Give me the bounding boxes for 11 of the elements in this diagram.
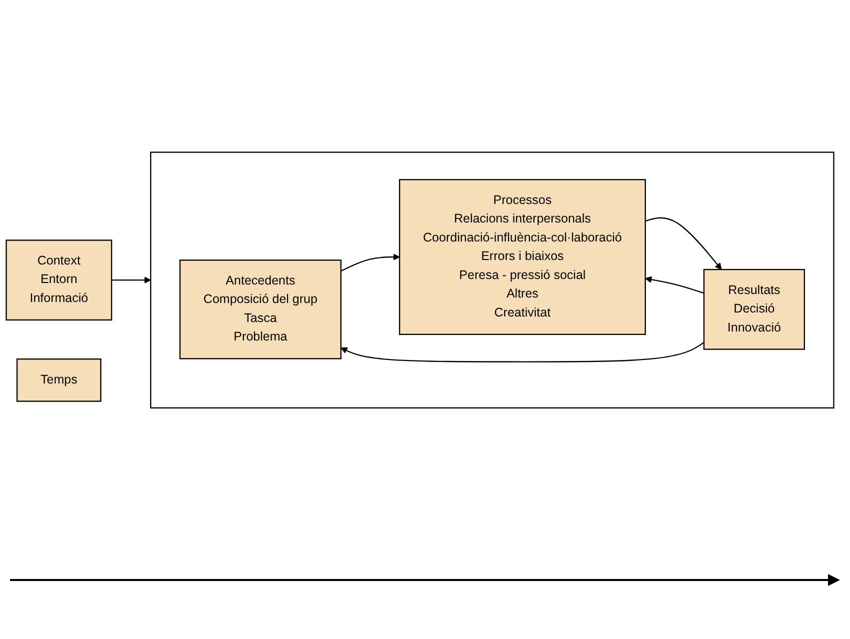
cluster	[150, 152, 834, 408]
arrow	[340, 342, 704, 362]
node-box: Resultats Decisió Innovació	[703, 268, 805, 350]
arrow	[340, 254, 400, 272]
arrow	[645, 276, 704, 294]
node-box: Temps	[16, 358, 102, 402]
node-box: Antecedents Composició del grup Tasca Problema	[179, 259, 342, 360]
arrow	[645, 217, 722, 270]
node-box: Context Entorn Informació	[6, 240, 112, 320]
node-box: Processos Relacions interpersonals Coordinació-influència-col·laboració Errors i biaixos Peresa - pressió social Altres Creativitat	[398, 178, 646, 335]
arrow	[112, 276, 151, 284]
